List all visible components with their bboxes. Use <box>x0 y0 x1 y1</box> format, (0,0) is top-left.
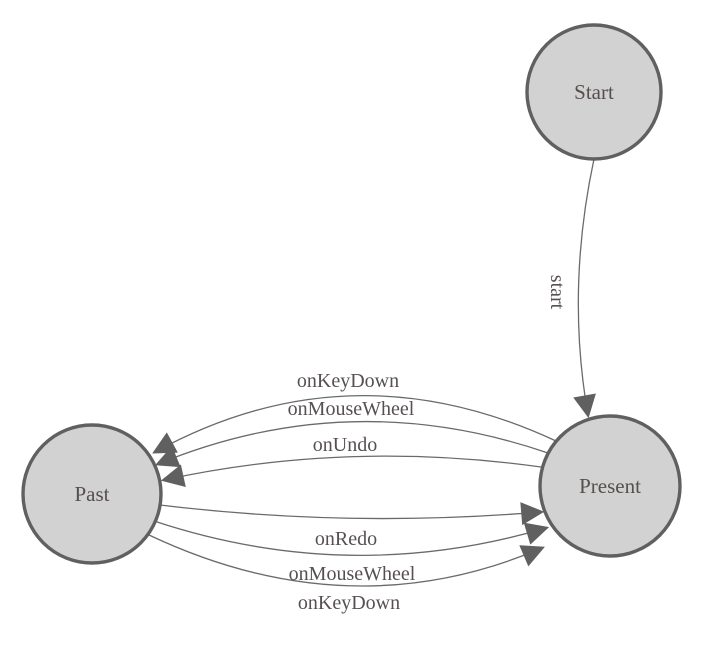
node-present-label: Present <box>579 474 641 498</box>
edge-label-onundo: onUndo <box>313 434 377 456</box>
edge-label-onredo: onRedo <box>315 528 377 550</box>
node-start-label: Start <box>574 80 614 104</box>
node-past[interactable]: Past <box>21 423 163 565</box>
node-present[interactable]: Present <box>538 414 682 558</box>
edge-present-to-past-onkeydown[interactable] <box>152 394 557 454</box>
edge-past-to-present-onmousewheel[interactable] <box>153 520 550 556</box>
edge-label-onkeydown-bottom: onKeyDown <box>298 592 400 614</box>
edge-label-onmousewheel-bottom: onMouseWheel <box>289 563 416 585</box>
node-past-circle[interactable] <box>21 423 163 565</box>
edge-label-group: start onKeyDown onMouseWheel onUndo onRe… <box>288 275 568 614</box>
node-past-label: Past <box>74 482 109 506</box>
edge-present-to-past-onundo[interactable] <box>160 455 542 488</box>
edge-label-onmousewheel-top: onMouseWheel <box>288 398 415 420</box>
edge-label-start: start <box>546 275 568 310</box>
edge-label-onkeydown-top: onKeyDown <box>297 370 399 392</box>
edge-group <box>148 158 596 587</box>
edge-present-to-past-onmousewheel[interactable] <box>155 420 549 468</box>
edge-start-to-present[interactable] <box>573 158 596 419</box>
edge-past-to-present-onredo[interactable] <box>159 502 545 526</box>
node-start-circle[interactable] <box>525 23 663 161</box>
node-present-circle[interactable] <box>538 414 682 558</box>
edge-past-to-present-onkeydown[interactable] <box>148 534 545 587</box>
node-start[interactable]: Start <box>525 23 663 161</box>
